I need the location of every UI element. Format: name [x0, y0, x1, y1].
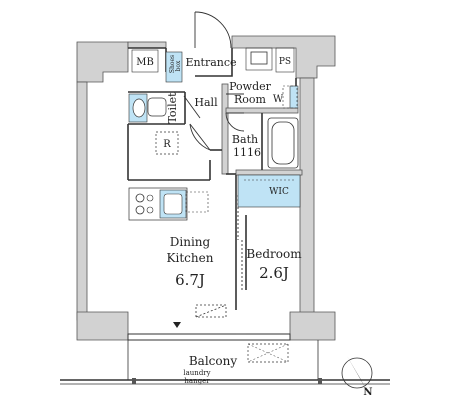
kitchen-counter	[128, 187, 209, 221]
laundry-hanger-post	[132, 378, 136, 384]
entrance-door-swing	[194, 11, 232, 49]
storage-box	[245, 47, 273, 71]
laundry-label-2: hanger	[184, 377, 210, 385]
bedroom-size: 2.6J	[259, 264, 289, 282]
refrigerator-label: R	[163, 139, 171, 150]
mb-label: MB	[136, 57, 154, 68]
dining-kitchen-label: Dining	[170, 235, 211, 249]
powder-room-label-2: Room	[234, 93, 267, 106]
shoes-box-label: Shoes	[169, 55, 176, 73]
bathtub	[267, 117, 299, 169]
bath-size-label: 1116	[233, 146, 261, 159]
dining-kitchen-size: 6.7J	[175, 271, 205, 289]
ac-unit-outline	[247, 343, 289, 363]
toilet-fixture	[128, 93, 167, 123]
shoes-box-label-2: box	[175, 60, 182, 71]
powder-room-label: Powder	[229, 80, 272, 93]
laundry-hanger-post	[318, 378, 322, 384]
toilet-label: Toilet	[166, 92, 179, 124]
compass-north-label: N	[363, 387, 372, 398]
wic-label: WIC	[269, 187, 289, 197]
compass: N	[341, 356, 373, 398]
refrigerator-outline	[155, 131, 179, 155]
shoes-box	[165, 51, 183, 83]
ac-indoor-outline	[195, 304, 227, 318]
ps-label: PS	[279, 57, 291, 67]
dining-kitchen-label-2: Kitchen	[167, 251, 214, 265]
ps-box	[275, 47, 295, 73]
windows	[140, 304, 288, 335]
compass-needle-icon	[347, 356, 366, 389]
laundry-label: laundry	[183, 369, 210, 377]
entry-marker	[173, 322, 181, 328]
wic-storage	[237, 174, 301, 208]
bedroom-label: Bedroom	[246, 247, 302, 261]
hall-label: Hall	[194, 96, 218, 109]
entrance-label: Entrance	[185, 56, 236, 69]
washer-label: W	[273, 94, 284, 105]
doors	[183, 11, 245, 290]
mb-box	[131, 49, 159, 73]
balcony-label: Balcony	[189, 354, 237, 368]
bath-label: Bath	[232, 133, 258, 146]
powder-basin	[282, 85, 299, 109]
